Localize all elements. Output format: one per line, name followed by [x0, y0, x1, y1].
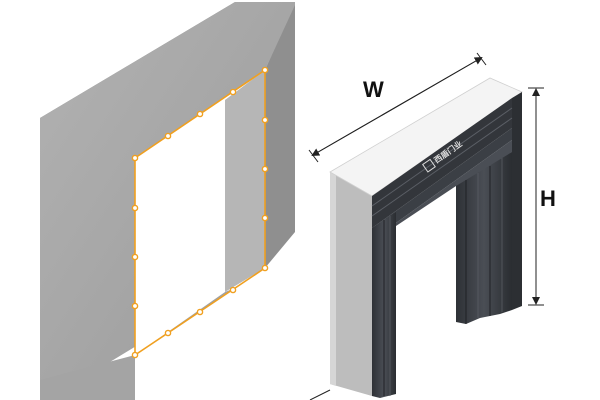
ground-line	[309, 389, 331, 400]
shelter-opening	[396, 186, 456, 366]
right-curtain	[456, 152, 512, 324]
circle-point-icon	[164, 132, 172, 140]
circle-point-icon	[261, 116, 269, 124]
width-dimension: W	[308, 52, 487, 163]
shelter-right-frame	[512, 92, 522, 310]
circle-point-icon	[261, 165, 269, 173]
width-label: W	[363, 77, 384, 102]
opening-outline	[131, 66, 269, 359]
wall-base	[40, 355, 135, 400]
left-curtain	[372, 212, 396, 398]
circle-point-icon	[131, 154, 139, 162]
door-shelter: 西盾门业	[329, 77, 523, 398]
circle-point-icon	[261, 264, 269, 272]
wall-right-side-face	[265, 2, 295, 268]
circle-point-icon	[131, 302, 139, 310]
circle-point-icon	[131, 351, 139, 359]
circle-point-icon	[131, 253, 139, 261]
opening-jamb	[225, 70, 265, 292]
header-slats	[371, 107, 513, 217]
wall-front-face	[40, 2, 295, 400]
circle-point-icon	[261, 66, 269, 74]
circle-point-icon	[164, 329, 172, 337]
opening-back	[135, 100, 225, 355]
circle-point-icon	[229, 286, 237, 294]
height-dimension: H	[528, 87, 556, 306]
circle-point-icon	[229, 88, 237, 96]
circle-point-icon	[196, 308, 204, 316]
height-label: H	[540, 186, 556, 211]
circle-point-icon	[131, 204, 139, 212]
circle-point-icon	[261, 214, 269, 222]
shelter-header	[372, 98, 512, 228]
shelter-left-panel-edge	[330, 170, 336, 386]
concrete-wall	[40, 2, 295, 400]
circle-point-icon	[196, 110, 204, 118]
shelter-left-panel	[330, 172, 372, 396]
